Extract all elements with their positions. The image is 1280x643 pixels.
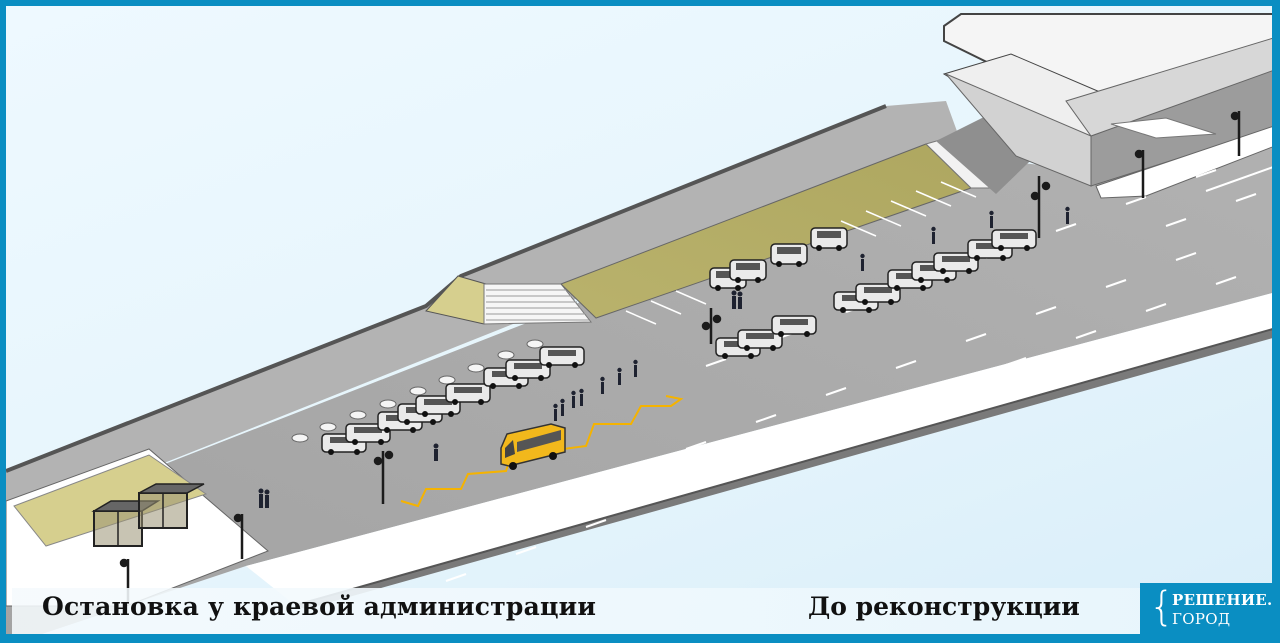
scene-title: Остановка у краевой администрации (42, 592, 597, 621)
parked-cars (321, 227, 1037, 455)
car-icon (445, 383, 491, 405)
car-icon (505, 359, 551, 381)
parking-lines (625, 181, 977, 325)
car-icon (737, 329, 783, 351)
minibus-icon (500, 423, 566, 470)
bus-shelter-icon (91, 483, 205, 547)
bollard-icon (291, 339, 544, 443)
car-icon (770, 243, 808, 267)
logo-text-secondary: ГОРОД (1172, 610, 1231, 628)
isometric-street-scene (6, 13, 1272, 634)
lower-sidewalk (246, 293, 1272, 609)
car-icon (729, 259, 767, 283)
car-icon (810, 227, 848, 251)
car-icon (855, 283, 901, 305)
car-icon (933, 252, 979, 274)
street-lamp-icon (119, 111, 1241, 604)
logo-text-primary: РЕШЕНИЕ. (1172, 591, 1273, 609)
car-icon (771, 315, 817, 337)
brace-icon: { (1149, 584, 1175, 630)
car-icon (991, 229, 1037, 251)
scene-status-label: До реконструкции (808, 592, 1080, 621)
pedestrian-icon (258, 206, 1070, 508)
lawn-strip (425, 133, 992, 325)
caption-bar (12, 588, 1264, 634)
brand-logo: { РЕШЕНИЕ. ГОРОД (1140, 583, 1272, 634)
car-icon (539, 346, 585, 368)
